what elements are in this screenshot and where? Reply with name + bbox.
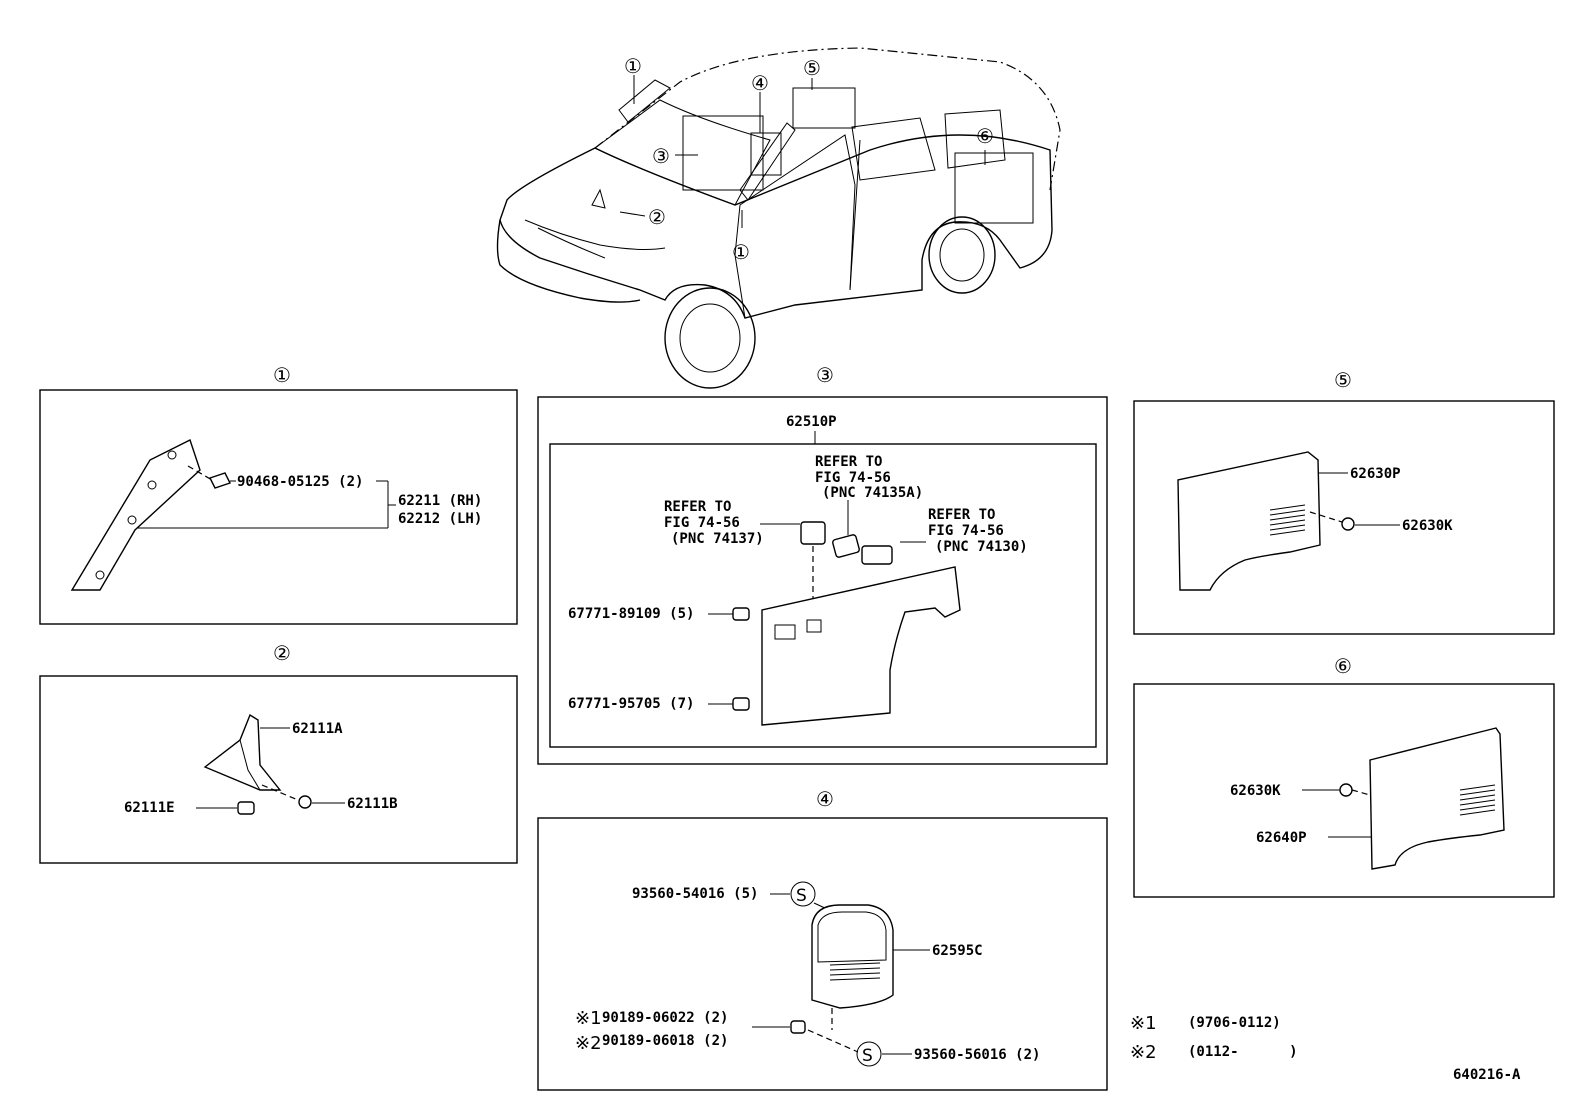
panel-4-callout: ④ bbox=[816, 787, 834, 811]
clip-62630K-b bbox=[1339, 783, 1353, 797]
part-62630K-b: 62630K bbox=[1230, 783, 1281, 799]
cowl-side-trim bbox=[203, 713, 282, 791]
part-62111E: 62111E bbox=[124, 800, 175, 816]
s-mark-2-label: S bbox=[862, 1046, 873, 1066]
s-mark-2 bbox=[856, 1041, 882, 1067]
figure-id: 640216-A bbox=[1453, 1067, 1521, 1083]
vehicle-callout-1: ① bbox=[624, 54, 642, 78]
note-1-text: (9706-0112) bbox=[1188, 1015, 1281, 1031]
panel-2-callout: ② bbox=[273, 641, 291, 665]
clip-62111E bbox=[237, 801, 255, 815]
pillar-garnish bbox=[70, 439, 201, 591]
part-62212: 62212 (LH) bbox=[398, 511, 482, 527]
part-74130 bbox=[861, 545, 893, 565]
interior-panel-6 bbox=[954, 152, 1034, 224]
part-62111B: 62111B bbox=[347, 796, 398, 812]
panel-3-inner-frame bbox=[549, 443, 1097, 748]
refer-c-line1: REFER TO bbox=[928, 507, 995, 523]
note-2-text: (0112- ) bbox=[1188, 1044, 1298, 1060]
refer-b-line2: FIG 74-56 bbox=[664, 515, 740, 531]
note-2-mark: ※2 bbox=[1130, 1042, 1157, 1063]
pillar-garnish-right bbox=[739, 122, 796, 201]
clip-62111B bbox=[298, 795, 312, 809]
vehicle-callout-2: ② bbox=[648, 205, 666, 229]
panel-1: ① 90468-05125 (2) 62211 (RH) 62212 (LH) bbox=[39, 363, 518, 625]
vehicle-callout-6: ⑥ bbox=[976, 124, 994, 148]
mark-1: ※1 bbox=[575, 1008, 602, 1029]
refer-a-line2: FIG 74-56 bbox=[815, 470, 891, 486]
panel-3: ③ 62510P REFER TO FIG 74-56 (PNC 74135A)… bbox=[537, 363, 1108, 765]
part-90189-06018: 90189-06018 (2) bbox=[602, 1033, 728, 1049]
interior-part-2 bbox=[591, 188, 606, 209]
refer-a-line3: (PNC 74135A) bbox=[822, 485, 923, 501]
refer-a-line1: REFER TO bbox=[815, 454, 882, 470]
part-90189-06022: 90189-06022 (2) bbox=[602, 1010, 728, 1026]
panel-62630P bbox=[1177, 451, 1321, 591]
panel-2-frame bbox=[39, 675, 518, 864]
part-93560-54016: 93560-54016 (5) bbox=[632, 886, 758, 902]
part-67771-95705: 67771-95705 (7) bbox=[568, 696, 694, 712]
notes: ※1 (9706-0112) ※2 (0112- ) 640216-A bbox=[1130, 1013, 1521, 1083]
refer-b-line3: (PNC 74137) bbox=[671, 531, 764, 547]
pillar-garnish-left bbox=[618, 79, 671, 123]
panel-4: ④ 93560-54016 (5) S 62595C ※1 90189-0602… bbox=[537, 787, 1108, 1091]
part-90468-05125: 90468-05125 (2) bbox=[237, 474, 363, 490]
panel-3-frame bbox=[537, 396, 1108, 765]
part-67771-89109: 67771-89109 (5) bbox=[568, 606, 694, 622]
refer-b-line1: REFER TO bbox=[664, 499, 731, 515]
part-93560-56016: 93560-56016 (2) bbox=[914, 1047, 1040, 1063]
s-mark-1 bbox=[790, 881, 816, 907]
interior-panel-3 bbox=[682, 115, 764, 191]
vehicle-callout-5: ⑤ bbox=[803, 56, 821, 80]
vehicle-callout-4: ④ bbox=[751, 71, 769, 95]
panel-4-frame bbox=[537, 817, 1108, 1091]
panel-3-callout: ③ bbox=[816, 363, 834, 387]
mark-2: ※2 bbox=[575, 1033, 602, 1054]
panel-6: ⑥ 62630K 62640P bbox=[1133, 654, 1555, 898]
interior-part-4 bbox=[750, 132, 782, 176]
panel-1-frame bbox=[39, 389, 518, 625]
part-62595C-shape bbox=[811, 904, 894, 1009]
part-62595C: 62595C bbox=[932, 943, 983, 959]
part-62630P: 62630P bbox=[1350, 466, 1401, 482]
s-mark-1-label: S bbox=[796, 886, 807, 906]
part-74137 bbox=[800, 521, 826, 545]
vehicle-callout-1b: ① bbox=[732, 240, 750, 264]
panel-5-callout: ⑤ bbox=[1334, 368, 1352, 392]
panel-5-frame bbox=[1133, 400, 1555, 635]
note-1-mark: ※1 bbox=[1130, 1013, 1157, 1034]
door-panel-62510P bbox=[761, 566, 961, 726]
part-62630K: 62630K bbox=[1402, 518, 1453, 534]
panel-6-callout: ⑥ bbox=[1334, 654, 1352, 678]
vehicle-overview: ① ④ ⑤ ③ ② ① ⑥ bbox=[496, 47, 1061, 389]
refer-c-line2: FIG 74-56 bbox=[928, 523, 1004, 539]
clip-62630K bbox=[1341, 517, 1355, 531]
panel-6-frame bbox=[1133, 683, 1555, 898]
panel-62640P bbox=[1369, 727, 1505, 870]
panel-1-callout: ① bbox=[273, 363, 291, 387]
part-74135A bbox=[832, 534, 860, 558]
clip bbox=[209, 472, 231, 489]
panel-5: ⑤ 62630P 62630K bbox=[1133, 368, 1555, 635]
part-62640P: 62640P bbox=[1256, 830, 1307, 846]
interior-panel-5 bbox=[792, 87, 856, 129]
part-62211: 62211 (RH) bbox=[398, 493, 482, 509]
part-62111A: 62111A bbox=[292, 721, 343, 737]
panel-2: ② 62111A 62111B 62111E bbox=[39, 641, 518, 864]
vehicle-callout-3: ③ bbox=[652, 144, 670, 168]
bolt bbox=[790, 1020, 806, 1034]
part-62510P: 62510P bbox=[786, 414, 837, 430]
refer-c-line3: (PNC 74130) bbox=[935, 539, 1028, 555]
